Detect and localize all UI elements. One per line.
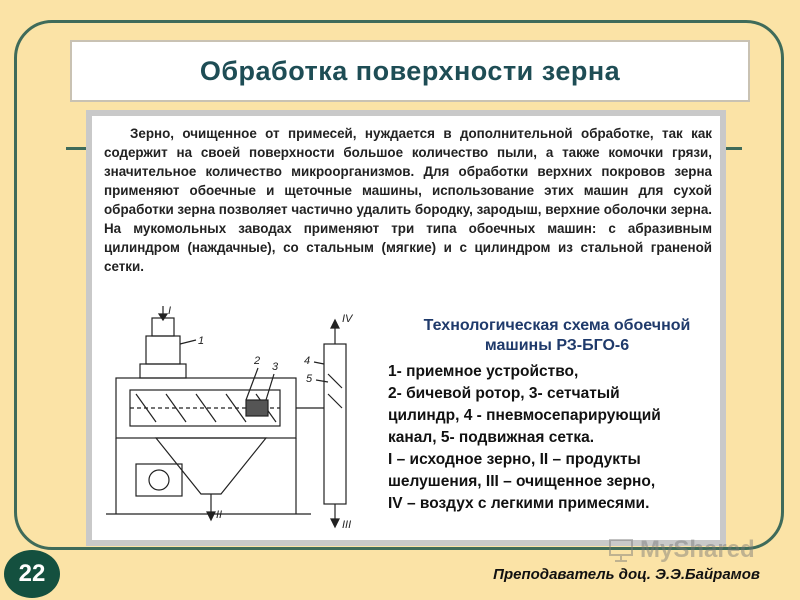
intake-flange [139, 363, 187, 379]
title-box: Обработка поверхности зерна [70, 40, 750, 102]
decorative-rule-right [716, 147, 742, 150]
caption-title: Технологическая схема обоечной машины РЗ… [423, 317, 691, 354]
slide-number-badge: 22 [4, 550, 60, 598]
caption-body: 1- приемное устройство, 2- бичевой ротор… [388, 361, 718, 515]
content-panel: Зерно, очищенное от примесей, нуждается … [86, 110, 726, 546]
intake-arrow-head [157, 313, 169, 322]
caption-line: шелушения, III – очищенное зерно, [388, 473, 656, 490]
decorative-rule-left [66, 147, 90, 150]
label-5: 5 [306, 373, 313, 385]
intake-housing [145, 335, 181, 365]
caption-line: I – исходное зерно, II – продукты [388, 451, 641, 468]
leader-4 [313, 361, 325, 365]
leader-5 [315, 379, 329, 383]
leader-3 [265, 373, 275, 401]
content-inner: Зерно, очищенное от примесей, нуждается … [92, 116, 720, 540]
leader-1 [179, 339, 197, 345]
slide-title: Обработка поверхности зерна [199, 55, 621, 86]
caption-line: 1- приемное устройство, [388, 363, 579, 380]
label-II: II [216, 509, 222, 521]
slide-frame [14, 20, 784, 550]
clean-grain-arrow [330, 518, 340, 529]
outlet-II-arrow [206, 511, 216, 522]
watermark: MyShared [608, 532, 768, 568]
label-III: III [342, 519, 351, 531]
watermark-text: MyShared [640, 536, 755, 563]
cone-hopper [154, 437, 268, 495]
label-I: I [168, 305, 171, 317]
label-IV: IV [342, 313, 354, 325]
rotor-hub [245, 399, 269, 417]
caption-line: канал, 5- подвижная сетка. [388, 429, 595, 446]
presentation-board-icon [609, 539, 633, 562]
leader-2 [245, 367, 259, 401]
motor-pulley [148, 469, 170, 491]
caption-line: IV – воздух с легкими примесями. [388, 495, 650, 512]
label-1: 1 [198, 335, 204, 347]
machine-schematic-diagram: I 1 2 3 4 5 IV II III [106, 305, 354, 531]
label-2: 2 [253, 355, 260, 367]
rotor-beaters [135, 393, 277, 423]
body-paragraph: Зерно, очищенное от примесей, нуждается … [104, 126, 712, 274]
footer-author: Преподаватель доц. Э.Э.Байрамов [493, 566, 760, 583]
motor [135, 463, 183, 497]
label-4: 4 [304, 355, 310, 367]
caption-line: цилиндр, 4 - пневмосепарирующий [388, 407, 661, 424]
moving-mesh [327, 373, 343, 409]
pneumo-channel [323, 343, 347, 505]
caption-line: 2- бичевой ротор, 3- сетчатый [388, 385, 620, 402]
label-3: 3 [272, 361, 279, 373]
air-arrow [330, 318, 340, 329]
